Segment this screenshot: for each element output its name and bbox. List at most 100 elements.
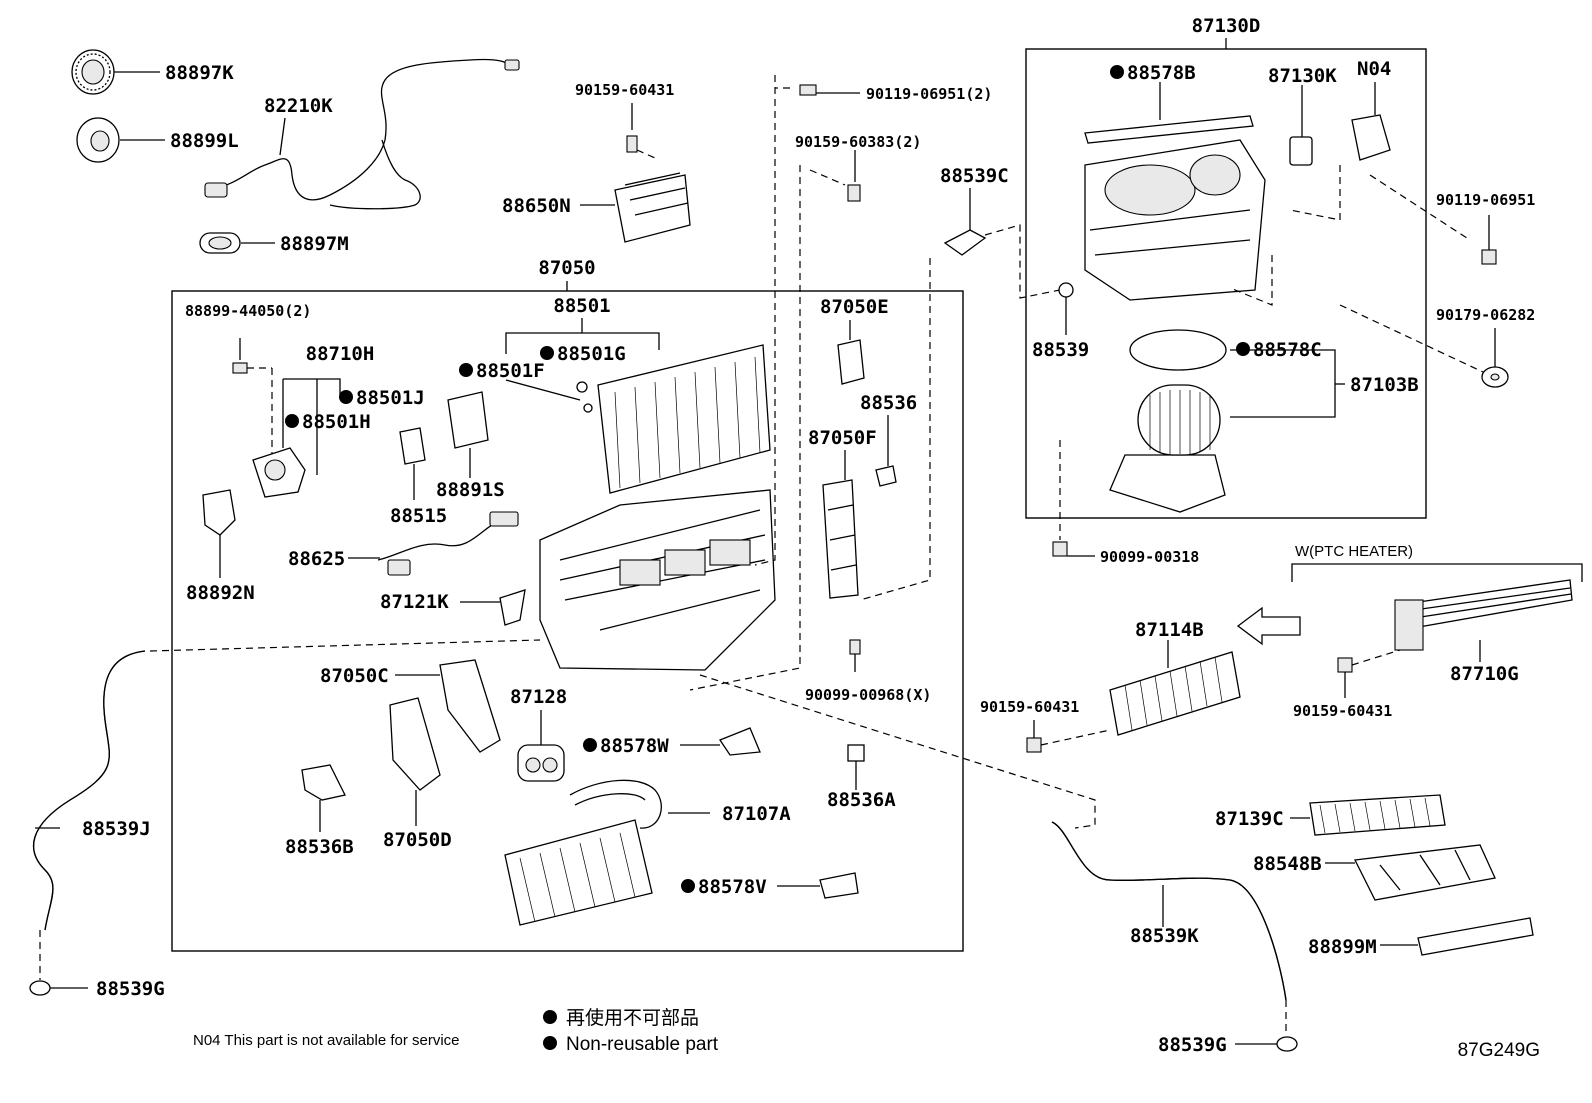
part-label[interactable]: 90119-06951(2) <box>866 85 992 103</box>
screw-90159-60431-d-drawing <box>1337 649 1401 698</box>
part-label[interactable]: 88897K <box>165 62 234 84</box>
part-label[interactable]: 88536 <box>860 392 917 414</box>
connector-88539K <box>699 674 1096 829</box>
part-label[interactable]: 87710G <box>1450 663 1519 685</box>
svg-text:88501G: 88501G <box>557 343 626 365</box>
svg-text:88892N: 88892N <box>186 582 255 604</box>
screw-90159-60383-drawing <box>809 150 861 202</box>
filter-87139C-drawing <box>1290 794 1446 836</box>
part-label[interactable]: 87130K <box>1268 65 1337 87</box>
non-reusable-dot-icon <box>285 414 299 428</box>
part-label[interactable]: 88899L <box>170 130 239 152</box>
part-87050E-drawing <box>837 320 865 385</box>
part-label[interactable]: 90159-60383(2) <box>795 133 921 151</box>
drain-hose-88539J-drawing <box>32 650 146 980</box>
non-reusable-dot-icon <box>543 1036 557 1050</box>
part-label[interactable]: 88536B <box>285 836 354 858</box>
part-label[interactable]: 90159-60431 <box>1293 702 1392 720</box>
part-label[interactable]: 88539K <box>1130 925 1199 947</box>
clip-88536A-drawing <box>847 744 865 790</box>
part-label[interactable]: N04 <box>1357 58 1391 80</box>
part-label[interactable]: 88501G <box>540 343 626 365</box>
nut-88539G-b-drawing <box>1235 1036 1298 1052</box>
part-label[interactable]: 90099-00968(X) <box>805 686 931 704</box>
svg-text:88899L: 88899L <box>170 130 239 152</box>
oring-88578C-drawing <box>1129 329 1227 371</box>
svg-text:87114B: 87114B <box>1135 619 1204 641</box>
svg-text:88539K: 88539K <box>1130 925 1199 947</box>
heater-core-87107A-drawing <box>504 779 710 926</box>
svg-text:82210K: 82210K <box>264 95 333 117</box>
group-label-88710H: 88710H <box>306 343 375 365</box>
screw-90099-00968-drawing <box>849 639 861 672</box>
part-label[interactable]: 87121K <box>380 591 449 613</box>
part-87050C-drawing <box>395 659 501 753</box>
part-label[interactable]: 87114B <box>1135 619 1204 641</box>
part-label[interactable]: 88536A <box>827 789 896 811</box>
part-88536B-drawing <box>301 764 346 832</box>
ptc-heater-bracket <box>1291 563 1583 582</box>
svg-text:88539C: 88539C <box>940 165 1009 187</box>
part-label[interactable]: 88501J <box>339 387 425 409</box>
part-label[interactable]: 87107A <box>722 803 791 825</box>
part-label[interactable]: 88897M <box>280 233 349 255</box>
part-label[interactable]: 88539G <box>1158 1034 1227 1056</box>
part-label[interactable]: 88539J <box>82 818 151 840</box>
part-label[interactable]: 88501F <box>459 360 545 382</box>
svg-text:90159-60383(2): 90159-60383(2) <box>795 133 921 151</box>
svg-text:N04: N04 <box>1357 58 1391 80</box>
part-label[interactable]: 88578C <box>1236 339 1322 361</box>
svg-text:88501J: 88501J <box>356 387 425 409</box>
group-label-88501: 88501 <box>553 295 610 317</box>
svg-text:90179-06282: 90179-06282 <box>1436 306 1535 324</box>
svg-text:90099-00318: 90099-00318 <box>1100 548 1199 566</box>
part-label[interactable]: 88515 <box>390 505 447 527</box>
diagram-code: 87G249G <box>1458 1040 1540 1061</box>
svg-text:87130K: 87130K <box>1268 65 1337 87</box>
part-label[interactable]: 90159-60431 <box>980 698 1079 716</box>
part-label[interactable]: 88891S <box>436 479 505 501</box>
part-label[interactable]: 88539C <box>940 165 1009 187</box>
part-label[interactable]: 88892N <box>186 582 255 604</box>
bracket-88578V-drawing <box>777 872 859 899</box>
part-label[interactable]: 88625 <box>288 548 345 570</box>
part-label[interactable]: 88578B <box>1110 62 1196 84</box>
svg-text:88578V: 88578V <box>698 876 767 898</box>
part-label[interactable]: 90099-00318 <box>1100 548 1199 566</box>
svg-text:87121K: 87121K <box>380 591 449 613</box>
part-label[interactable]: 88650N <box>502 195 571 217</box>
washer-90179-drawing <box>1339 304 1509 388</box>
svg-text:88625: 88625 <box>288 548 345 570</box>
screw-90099-00318-drawing <box>1052 440 1095 557</box>
part-label[interactable]: 88899-44050(2) <box>185 302 311 320</box>
part-label[interactable]: 90179-06282 <box>1436 306 1535 324</box>
part-label[interactable]: 87050F <box>808 427 877 449</box>
part-label[interactable]: 87050C <box>320 665 389 687</box>
part-label[interactable]: 88578W <box>583 735 669 757</box>
part-label[interactable]: 90119-06951 <box>1436 191 1535 209</box>
part-label[interactable]: 87128 <box>510 686 567 708</box>
part-label[interactable]: 88501H <box>285 411 371 433</box>
non-reusable-dot-icon <box>339 390 353 404</box>
non-reusable-dot-icon <box>1110 65 1124 79</box>
svg-text:87050F: 87050F <box>808 427 877 449</box>
part-label[interactable]: 88548B <box>1253 853 1322 875</box>
part-label[interactable]: 82210K <box>264 95 333 117</box>
connector-90119 <box>754 75 776 566</box>
part-label[interactable]: 87050D <box>383 829 452 851</box>
part-label[interactable]: 88899M <box>1308 936 1377 958</box>
part-label[interactable]: 90159-60431 <box>575 81 674 99</box>
part-label[interactable]: 87050E <box>820 296 889 318</box>
svg-text:90159-60431: 90159-60431 <box>575 81 674 99</box>
part-label[interactable]: 87139C <box>1215 808 1284 830</box>
blower-case-87130D-drawing <box>1084 139 1266 301</box>
seal-88897K-drawing <box>71 49 160 95</box>
part-label[interactable]: 88539 <box>1032 339 1089 361</box>
part-label[interactable]: 88578V <box>681 876 767 898</box>
svg-text:90119-06951(2): 90119-06951(2) <box>866 85 992 103</box>
svg-text:87107A: 87107A <box>722 803 791 825</box>
part-label[interactable]: 88539G <box>96 978 165 1000</box>
svg-text:88578C: 88578C <box>1253 339 1322 361</box>
part-N04-drawing <box>1289 82 1471 241</box>
screw-90119-drawing <box>799 84 860 96</box>
